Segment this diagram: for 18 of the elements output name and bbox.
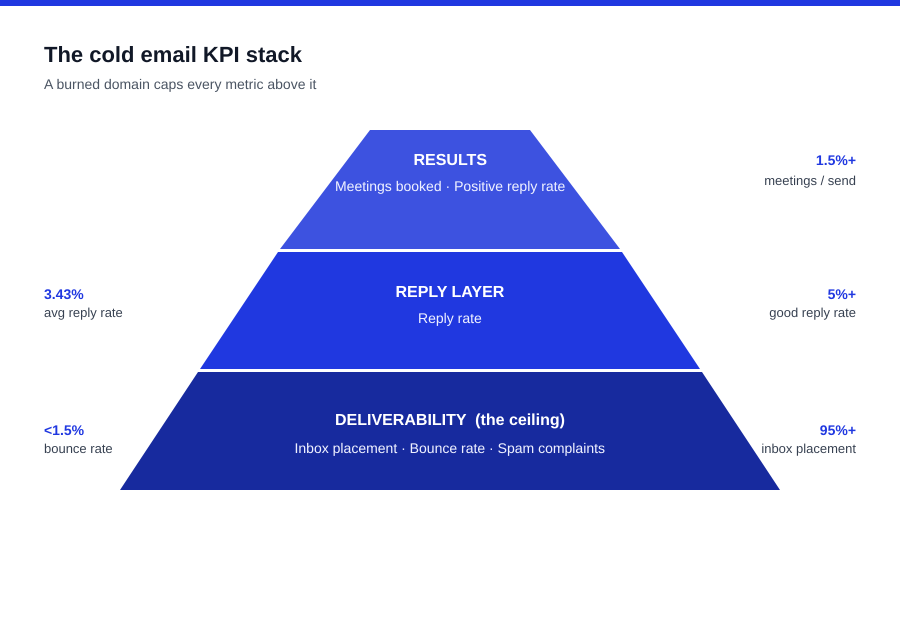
benchmark-value: 1.5%+ (816, 152, 856, 168)
benchmark-label: inbox placement (761, 441, 856, 456)
tier-heading: DELIVERABILITY (the ceiling) (335, 412, 565, 430)
benchmark-label: bounce rate (44, 441, 113, 456)
benchmark-value: 95%+ (820, 422, 856, 438)
title: The cold email KPI stack (44, 42, 302, 68)
tier-metrics: Inbox placement · Bounce rate · Spam complaints (294, 440, 605, 456)
benchmark-label: meetings / send (764, 173, 856, 188)
benchmark-value: 3.43% (44, 286, 84, 302)
tier-heading: REPLY LAYER (396, 284, 504, 302)
tier-metrics: Meetings booked · Positive reply rate (335, 178, 566, 194)
benchmark-value: <1.5% (44, 422, 84, 438)
benchmark-value: 5%+ (828, 286, 856, 302)
tier-heading: RESULTS (414, 152, 487, 170)
benchmark-label: avg reply rate (44, 305, 123, 320)
benchmark-label: good reply rate (769, 305, 856, 320)
tier-metrics: Reply rate (418, 310, 482, 326)
subtitle: A burned domain caps every metric above it (44, 76, 316, 92)
